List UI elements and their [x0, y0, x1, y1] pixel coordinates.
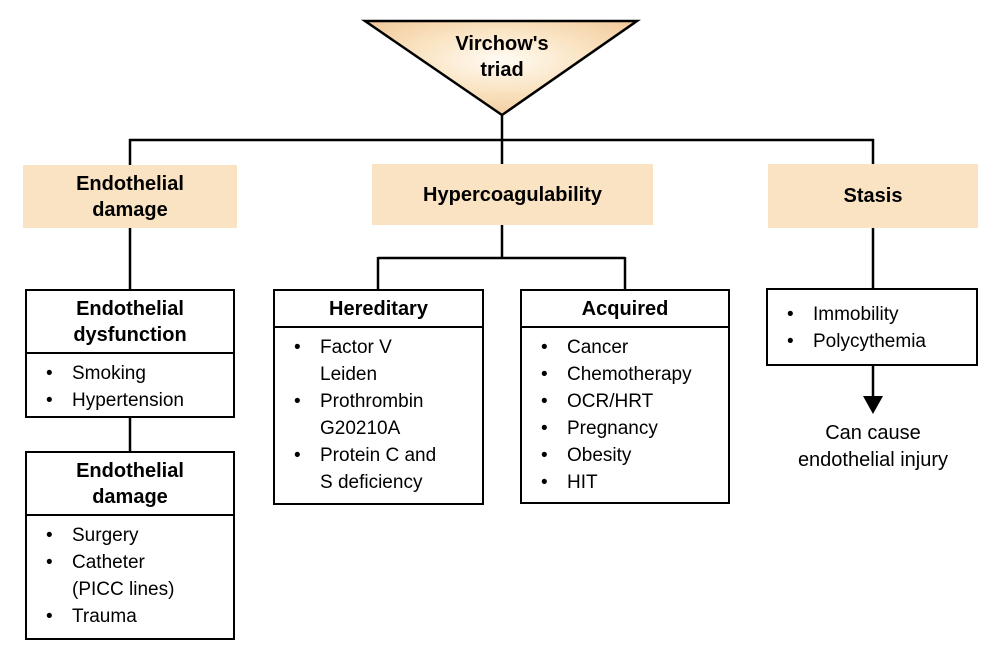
bullet-icon: •	[541, 337, 548, 358]
list-item-text: Immobility	[813, 304, 899, 325]
node-box-stasis-causes: • Immobility • Polycythemia	[766, 288, 978, 366]
node-box-endothelial-damage: Endothelial damage • Surgery • Catheter (P…	[25, 451, 235, 640]
list-item-text: Factor V Leiden	[320, 337, 392, 385]
bullet-icon: •	[541, 364, 548, 385]
branch-header-stasis: Stasis	[768, 164, 978, 228]
bullet-icon: •	[46, 390, 53, 411]
bullet-icon: •	[46, 525, 53, 546]
list-item: • Chemotherapy	[534, 361, 724, 388]
list-item-text: Surgery	[72, 525, 139, 546]
node-box-endothelial-dysfunction: Endothelial dysfunction • Smoking • Hypert…	[25, 289, 235, 418]
list-item-text: Protein C and S deficiency	[320, 445, 437, 493]
list-item: • Hypertension	[39, 387, 229, 414]
list-item: • HIT	[534, 469, 724, 496]
list-item: • Obesity	[534, 442, 724, 469]
bullet-list: • Smoking • Hypertension	[27, 354, 233, 418]
node-box-hereditary: Hereditary • Factor V Leiden • Prothrombin…	[273, 289, 484, 505]
list-item: • Surgery	[39, 522, 229, 549]
bullet-list: • Surgery • Catheter (PICC lines) • Trauma	[27, 516, 233, 634]
bullet-icon: •	[541, 391, 548, 412]
bullet-list: • Immobility • Polycythemia	[768, 290, 976, 359]
bullet-icon: •	[46, 363, 53, 384]
bullet-list: • Factor V Leiden • Prothrombin G20210A • P…	[275, 328, 482, 500]
list-item-text: Smoking	[72, 363, 146, 384]
list-item: • OCR/HRT	[534, 388, 724, 415]
arrow-down-icon	[863, 396, 883, 414]
list-item: • Prothrombin G20210A	[287, 388, 478, 442]
list-item: • Cancer	[534, 334, 724, 361]
node-title: Acquired	[522, 291, 728, 328]
list-item: • Factor V Leiden	[287, 334, 478, 388]
bullet-icon: •	[541, 418, 548, 439]
stasis-caption: Can cause endothelial injury	[797, 422, 949, 471]
list-item-text: HIT	[567, 472, 598, 493]
list-item: • Smoking	[39, 360, 229, 387]
list-item-text: Pregnancy	[567, 418, 658, 439]
bullet-icon: •	[294, 337, 301, 358]
virchows-triad-triangle	[360, 19, 641, 117]
bullet-icon: •	[787, 304, 794, 325]
list-item-text: Trauma	[72, 606, 137, 627]
bullet-icon: •	[787, 331, 794, 352]
list-item: • Trauma	[39, 603, 229, 630]
list-item-text: Hypertension	[72, 390, 184, 411]
list-item: • Polycythemia	[780, 328, 972, 355]
list-item-text: Prothrombin G20210A	[320, 391, 424, 439]
list-item-text: Obesity	[567, 445, 632, 466]
branch-header-hypercoagulability: Hypercoagulability	[372, 164, 653, 225]
bullet-icon: •	[46, 606, 53, 627]
list-item-text: OCR/HRT	[567, 391, 654, 412]
bullet-icon: •	[294, 391, 301, 412]
branch-header-endothelial-damage: Endothelial damage	[23, 165, 237, 228]
node-title: Hereditary	[275, 291, 482, 328]
node-title: Endothelial dysfunction	[27, 291, 233, 354]
list-item-text: Polycythemia	[813, 331, 926, 352]
bullet-list: • Cancer • Chemotherapy • OCR/HRT • Pregnanc…	[522, 328, 728, 500]
list-item: • Pregnancy	[534, 415, 724, 442]
virchows-triad-label: Virchow's triad	[455, 33, 549, 81]
list-item-text: Cancer	[567, 337, 629, 358]
bullet-icon: •	[541, 445, 548, 466]
node-box-acquired: Acquired • Cancer • Chemotherapy • OCR/HRT …	[520, 289, 730, 504]
list-item: • Protein C and S deficiency	[287, 442, 478, 496]
list-item-text: Chemotherapy	[567, 364, 692, 385]
bullet-icon: •	[294, 445, 301, 466]
node-title: Endothelial damage	[27, 453, 233, 516]
list-item-text: Catheter (PICC lines)	[72, 552, 175, 600]
list-item: • Catheter (PICC lines)	[39, 549, 229, 603]
bullet-icon: •	[46, 552, 53, 573]
list-item: • Immobility	[780, 301, 972, 328]
bullet-icon: •	[541, 472, 548, 493]
